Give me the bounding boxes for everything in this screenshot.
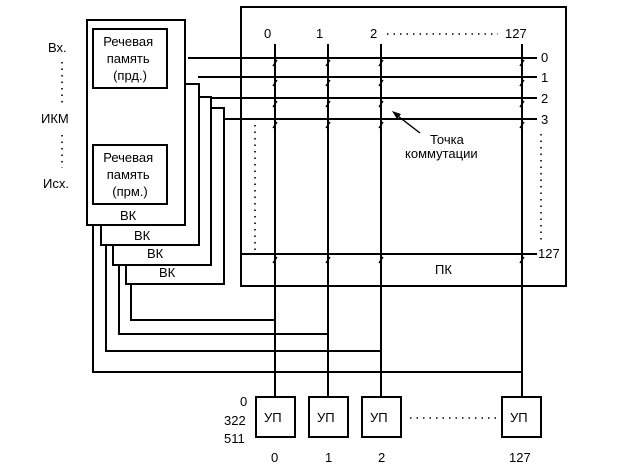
pcm-label: ИКМ <box>41 111 69 126</box>
switch-matrix-label: ПК <box>435 262 452 277</box>
return-line-2 <box>105 245 381 352</box>
control-unit-2 <box>361 396 402 438</box>
row-label-127: 127 <box>538 246 560 261</box>
input-label: Вх. <box>48 40 67 55</box>
column-label-2: 2 <box>370 26 377 41</box>
control-unit-1-label: УП <box>317 410 335 425</box>
crosspoint-arrow-head <box>392 111 401 119</box>
return-line-0 <box>130 284 275 321</box>
control-unit-1 <box>308 396 349 438</box>
control-unit-1-number: 1 <box>325 450 332 465</box>
control-unit-127-label: УП <box>510 410 528 425</box>
speech-memory-tx-label: Речевая память (прд.) <box>103 34 157 83</box>
ic-card-2-title: ВК <box>134 228 151 243</box>
ic-card-1-title: ВК <box>120 208 137 223</box>
matrix-vertical-dots <box>254 125 542 250</box>
switch-matrix-frame <box>240 6 567 287</box>
row-label-0: 0 <box>541 50 548 65</box>
control-unit-0 <box>255 396 296 438</box>
control-side-label-0: 0 <box>240 394 247 409</box>
control-unit-127 <box>501 396 542 438</box>
control-side-label-322: 322 <box>224 413 246 428</box>
ic-card-3-title: ВК <box>147 246 164 261</box>
column-label-1: 1 <box>316 26 323 41</box>
control-unit-0-label: УП <box>264 410 282 425</box>
ic-card-4-title: ВК <box>159 265 176 280</box>
speech-memory-tx <box>92 28 168 89</box>
return-line-1 <box>118 265 328 335</box>
column-label-127: 127 <box>505 26 527 41</box>
control-unit-0-number: 0 <box>271 450 278 465</box>
control-unit-2-label: УП <box>370 410 388 425</box>
control-unit-2-number: 2 <box>378 450 385 465</box>
control-unit-127-number: 127 <box>509 450 531 465</box>
speech-memory-rx-label: Речевая память (прм.) <box>103 150 157 199</box>
control-side-label-511: 511 <box>224 431 245 446</box>
column-label-0: 0 <box>264 26 271 41</box>
return-line-127 <box>92 225 522 373</box>
row-label-1: 1 <box>541 70 548 85</box>
crosspoint-label: Точка коммутации <box>405 132 478 161</box>
row-label-3: 3 <box>541 112 548 127</box>
speech-memory-rx <box>92 144 168 205</box>
crosspoints <box>272 59 525 264</box>
output-label: Исх. <box>43 176 69 191</box>
row-label-2: 2 <box>541 91 548 106</box>
